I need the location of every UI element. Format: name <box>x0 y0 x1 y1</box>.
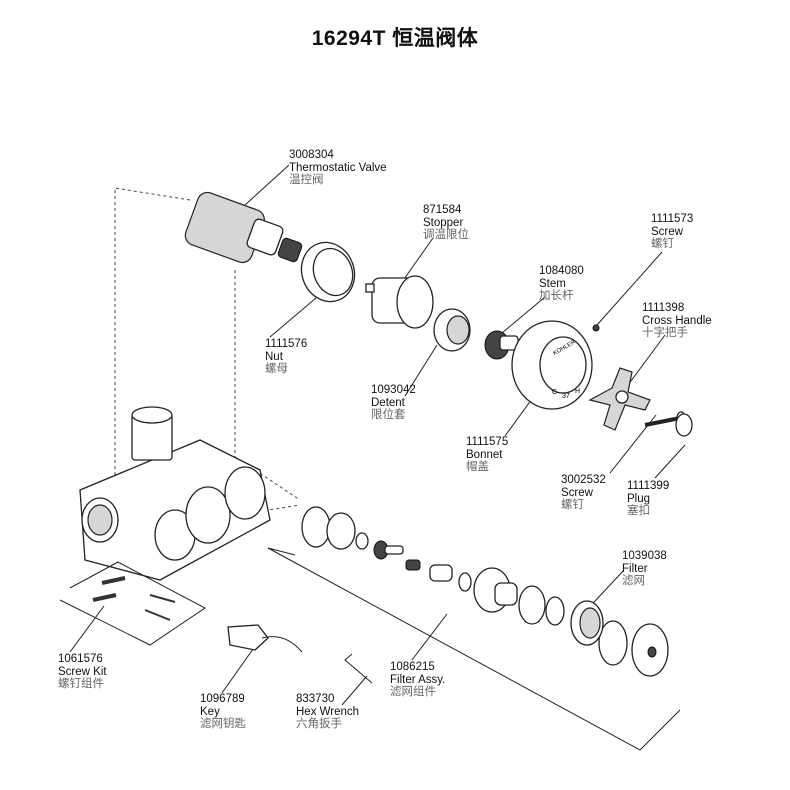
part-name: Nut <box>265 350 283 363</box>
part-name-cn: 加长杆 <box>539 290 574 302</box>
part-name: Cross Handle <box>642 314 712 327</box>
part-name: Plug <box>627 492 651 505</box>
part-name: Hex Wrench <box>296 705 360 718</box>
detent-part <box>433 308 471 352</box>
thermostatic-valve-part <box>184 191 303 264</box>
part-number: 1061576 <box>58 653 103 665</box>
bonnet-hot-mark: H <box>575 388 580 395</box>
plug-part <box>675 413 693 437</box>
valve-body-part <box>79 406 271 581</box>
part-name-cn: 十字把手 <box>642 327 688 339</box>
part-name: Screw <box>561 486 593 499</box>
part-name: Detent <box>371 396 405 409</box>
part-name: Filter Assy. <box>390 673 446 686</box>
screw-kit-part <box>59 561 206 646</box>
part-number: 1086215 <box>390 661 435 673</box>
part-name-cn: 螺钉 <box>651 238 674 250</box>
stem-part <box>484 330 519 360</box>
part-name-cn: 螺钉 <box>561 499 584 511</box>
small-screw-part <box>592 324 600 332</box>
part-name: Stopper <box>423 216 464 229</box>
filter-assembly-bracket <box>267 547 681 751</box>
part-name-cn: 帽盖 <box>466 461 489 473</box>
nut-part <box>300 241 356 303</box>
part-name-cn: 限位套 <box>371 409 406 421</box>
filter-key-part <box>227 624 303 653</box>
part-name-cn: 塞扣 <box>627 505 650 517</box>
part-name: Screw Kit <box>58 665 107 678</box>
part-name: Key <box>200 705 220 718</box>
part-name: Bonnet <box>466 448 503 461</box>
part-number: 1111575 <box>466 436 509 448</box>
part-number: 1093042 <box>371 384 416 396</box>
filter-part <box>570 600 604 646</box>
part-number: 1096789 <box>200 693 245 705</box>
bonnet-part: KOHLER C 37 H <box>511 320 593 410</box>
part-number: 833730 <box>296 693 335 705</box>
part-number: 1084080 <box>539 265 584 277</box>
part-number: 3002532 <box>561 474 606 486</box>
part-name: Screw <box>651 225 683 238</box>
hex-wrench-part <box>344 653 373 684</box>
stopper-part <box>365 275 434 329</box>
part-number: 1111573 <box>651 213 694 225</box>
part-number: 871584 <box>423 204 462 216</box>
bonnet-temp-mark: 37 <box>562 393 570 400</box>
part-name: Thermostatic Valve <box>289 161 387 174</box>
part-name-cn: 调温限位 <box>423 229 469 241</box>
part-name-cn: 螺钉组件 <box>58 678 104 690</box>
part-name-cn: 温控阀 <box>289 174 324 186</box>
part-name-cn: 螺母 <box>265 363 288 375</box>
diagram-title: 16294T 恒温阀体 <box>311 27 479 50</box>
filter-assembly-parts <box>301 506 669 677</box>
part-number: 1039038 <box>622 550 667 562</box>
part-name: Stem <box>539 277 566 290</box>
part-name-cn: 滤网 <box>622 575 645 587</box>
bonnet-cold-mark: C <box>552 389 557 396</box>
part-name-cn: 滤网组件 <box>390 686 436 698</box>
part-name: Filter <box>622 562 648 575</box>
part-number: 3008304 <box>289 149 334 161</box>
part-number: 1111576 <box>265 338 308 350</box>
part-name-cn: 滤网钥匙 <box>200 718 246 730</box>
part-number: 1111399 <box>627 480 670 492</box>
cross-handle-part <box>588 367 651 431</box>
part-number: 1111398 <box>642 302 685 314</box>
part-name-cn: 六角扳手 <box>296 718 342 730</box>
